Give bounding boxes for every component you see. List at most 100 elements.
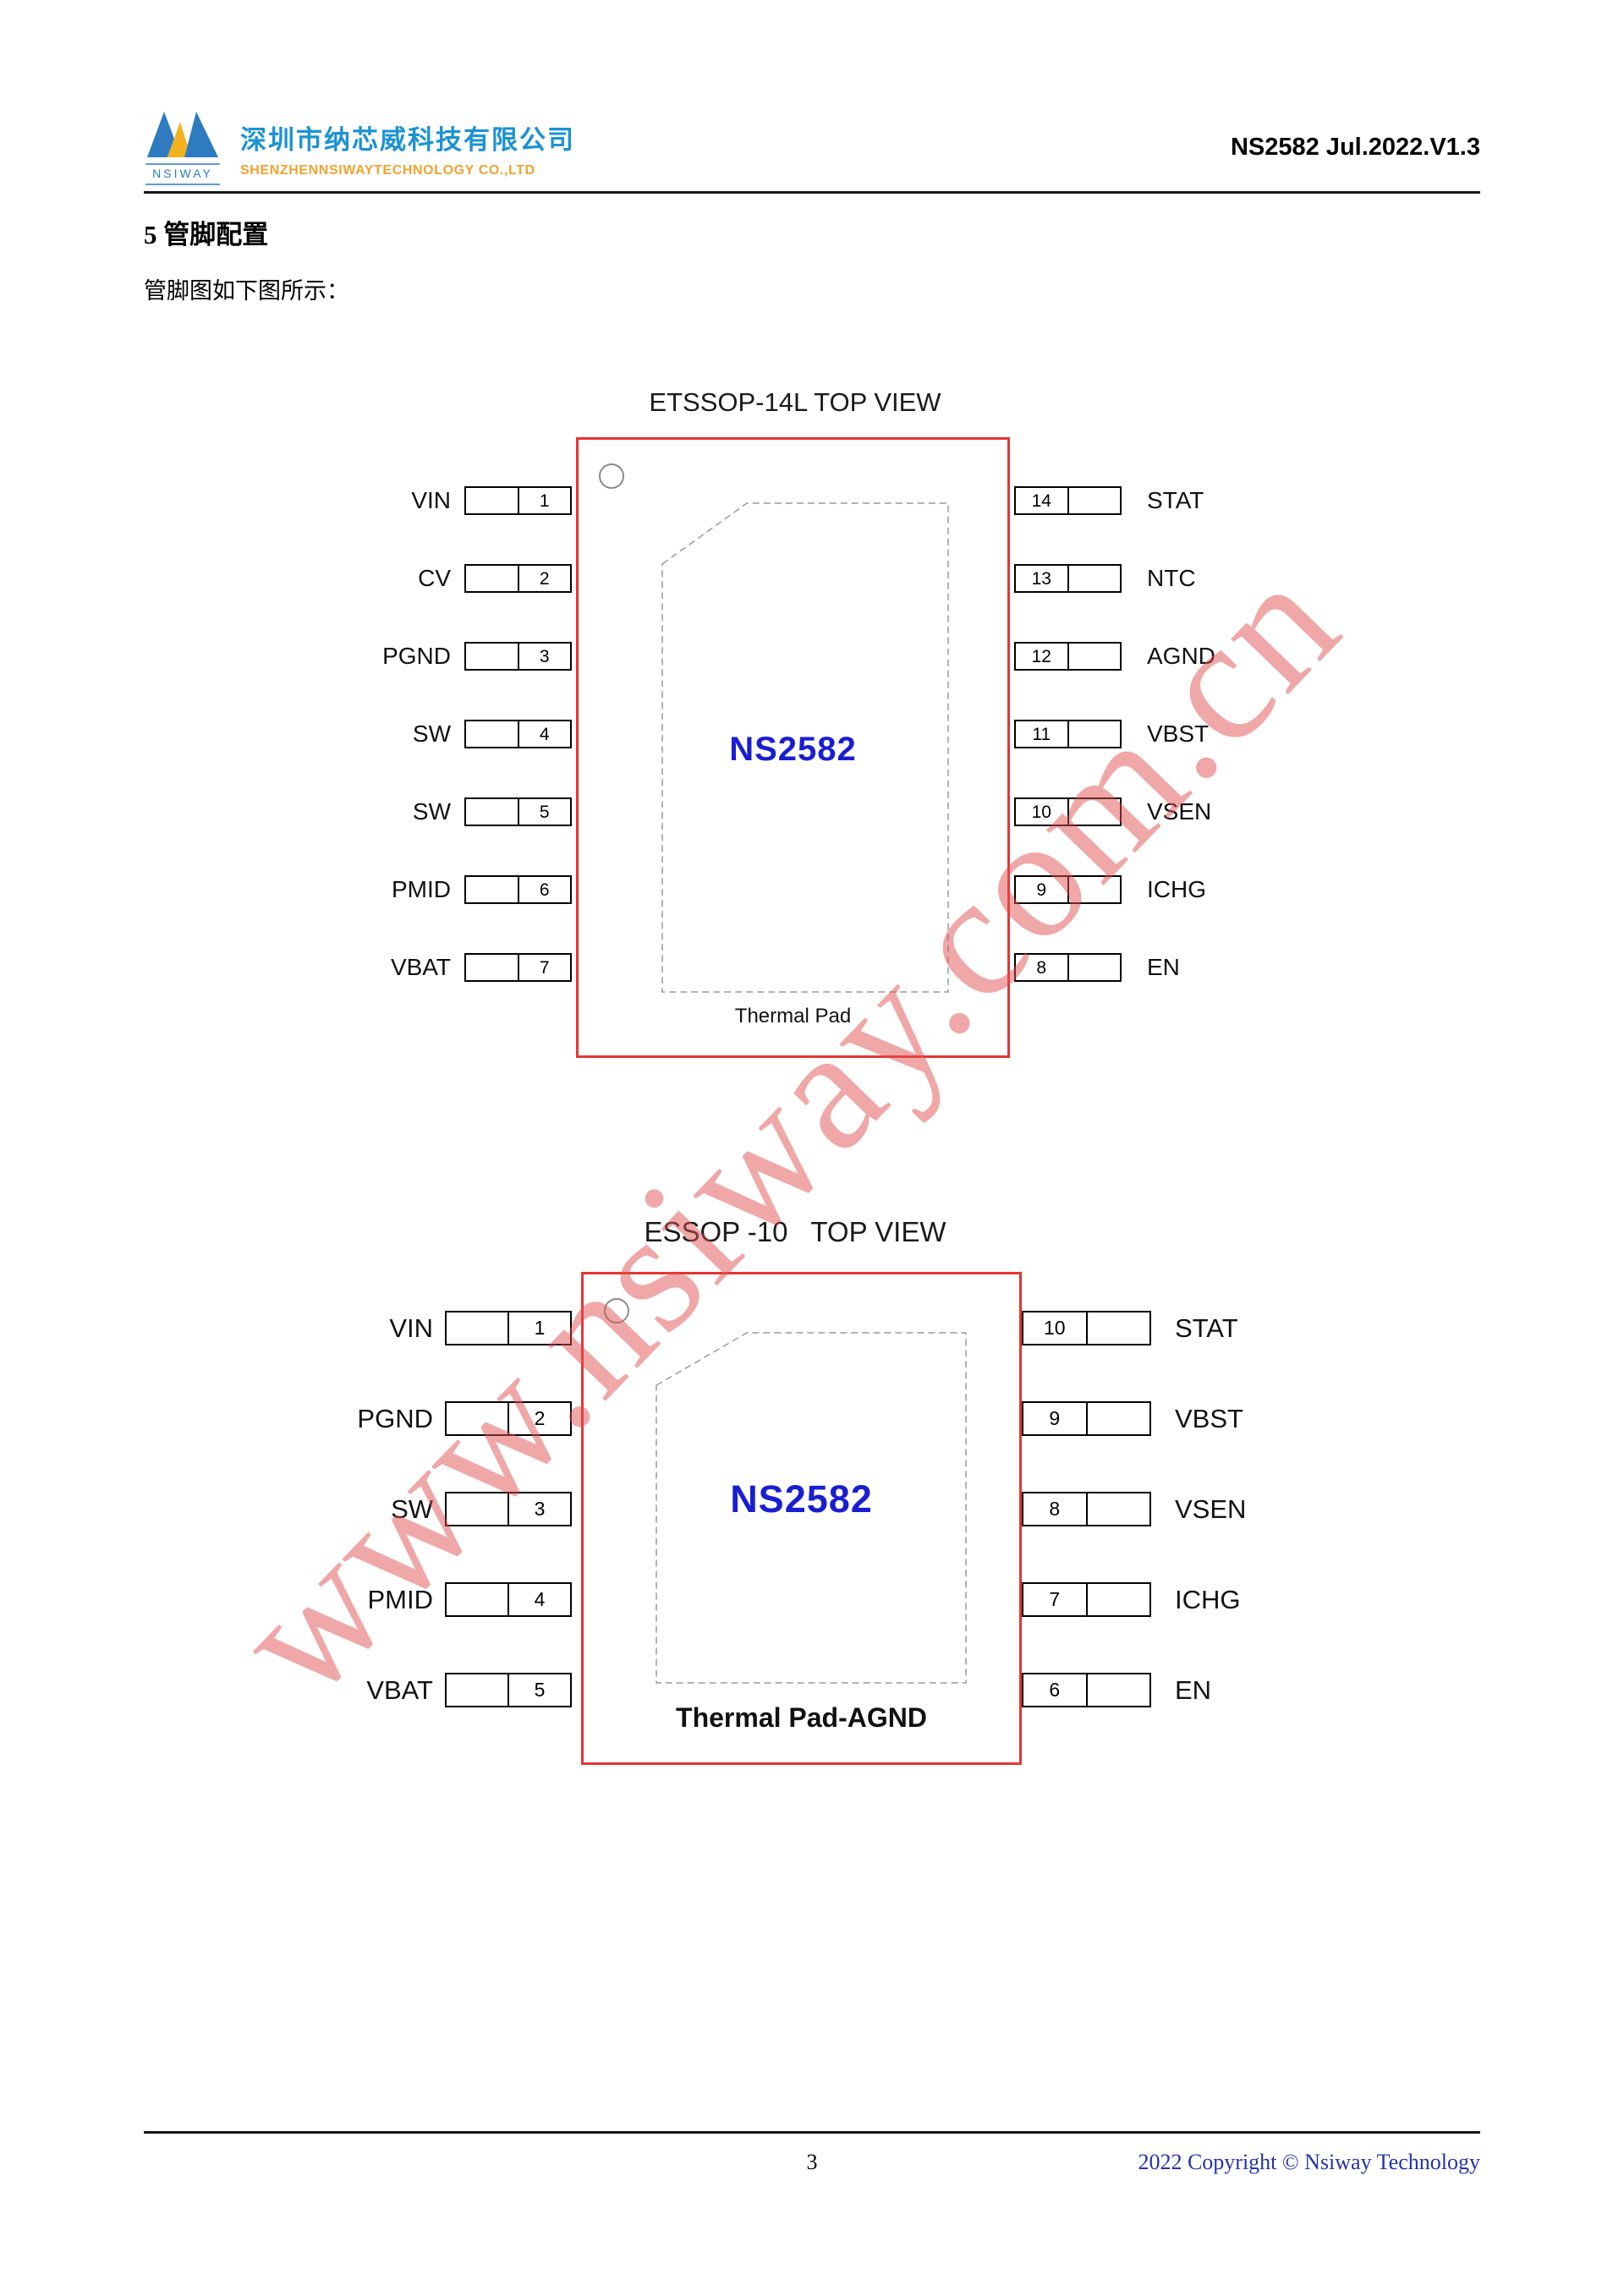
thermal-pad-outline [656,1332,967,1684]
pin-lead [1069,799,1121,825]
company-name-block: 深圳市纳芯威科技有限公司 SHENZHENNSIWAYTECHNOLOGY CO… [240,118,575,178]
copyright-notice: 2022 Copyright © Nsiway Technology [1138,2150,1480,2174]
thermal-pad-label-14: Thermal Pad [734,1005,852,1027]
footer-divider [144,2131,1480,2134]
pin-lead [1069,644,1121,669]
pin-label: PMID [367,1585,434,1614]
pin-box: 4 [464,720,572,748]
pin-number: 13 [1016,566,1069,591]
pin-column-right-10: 10 STAT 9 VBST 8 VSEN 7 [1022,1311,1314,1707]
pin-label: ICHG [1147,876,1206,902]
pin-box: 2 [464,564,572,593]
pin-box: 8 [1014,953,1122,982]
pin-lead [1088,1584,1150,1615]
pin-label: EN [1175,1675,1212,1705]
pin-box: 12 [1014,642,1122,671]
pin-label: VBST [1147,721,1210,747]
pin-box: 3 [445,1492,572,1526]
logo-text: NSIWAY [152,167,213,180]
pin-number: 2 [534,1407,546,1429]
pin-row: 9 ICHG [1014,875,1285,904]
pin-lead [447,1312,509,1344]
pin-lead [1088,1403,1150,1434]
pin-number: 14 [1016,488,1069,513]
header-divider [144,191,1480,194]
pin-label: VSEN [1175,1494,1247,1524]
pin-row: VBAT 5 [304,1673,572,1707]
pin-number: 5 [539,802,550,822]
pin-number: 8 [1023,1493,1088,1525]
pin-number: 8 [1016,955,1069,980]
chip-name-14: NS2582 [729,731,857,768]
pin-box: 7 [464,953,572,982]
pin-row: 6 EN [1022,1673,1314,1707]
pin-number: 3 [534,1498,546,1520]
pin-number: 7 [539,957,550,978]
pin-label: VBAT [366,1675,433,1705]
pin-box: 4 [445,1582,572,1617]
pin-row: VIN 1 [304,1311,572,1345]
pin-number: 5 [534,1679,546,1701]
pin-row: 10 VSEN [1014,797,1285,826]
pin-lead [466,721,519,747]
pin-lead [447,1403,509,1434]
pin-number: 7 [1023,1584,1088,1615]
logo-mark: NSIWAY [145,112,220,185]
pin-row: PMID 4 [304,1582,572,1617]
pin-column-right-14: 14 STAT 13 NTC 12 AGND 11 [1014,486,1285,982]
thermal-pad-label-10: Thermal Pad-AGND [676,1702,927,1733]
pin-row: 10 STAT [1022,1311,1314,1345]
pin-box: 13 [1014,564,1122,593]
company-name-en: SHENZHENNSIWAYTECHNOLOGY CO.,LTD [240,163,535,178]
pin-label: PGND [382,643,451,669]
pin-box: 14 [1014,486,1122,515]
company-logo: NSIWAY [142,105,223,195]
pin-box: 3 [464,642,572,671]
diagram10-title: ESSOP -10 TOP VIEW [644,1216,946,1247]
pin-number: 6 [1023,1674,1088,1706]
pin-box: 9 [1014,875,1122,904]
pin-box: 10 [1022,1311,1151,1345]
pin-number: 11 [1016,721,1069,747]
pin1-indicator-icon [599,463,624,489]
pin-label: ICHG [1175,1585,1241,1614]
pin-row: 7 ICHG [1022,1582,1314,1617]
pin-label: VBAT [390,954,451,980]
pin-number: 1 [539,490,550,511]
pin-label: SW [391,1494,433,1524]
pin-lead [447,1584,509,1615]
section-heading: 5 管脚配置 [144,220,269,249]
company-name-cn: 深圳市纳芯威科技有限公司 [240,125,575,155]
pin-label: STAT [1147,487,1204,513]
pin-box: 6 [464,875,572,904]
pin-lead [1088,1493,1150,1525]
pin-box: 5 [445,1673,572,1707]
diagram14-title: ETSSOP-14L TOP VIEW [649,387,941,417]
pin-row: 8 VSEN [1022,1492,1314,1526]
pin-lead [1069,877,1121,902]
pin-box: 7 [1022,1582,1151,1617]
pin-lead [1069,566,1121,591]
pin-row: SW 3 [304,1492,572,1526]
pin-row: SW 4 [326,720,572,748]
pin-number: 3 [539,646,550,666]
doc-reference: NS2582 Jul.2022.V1.3 [1230,134,1480,161]
pin1-indicator-icon [604,1298,629,1323]
pin-number: 10 [1016,799,1069,825]
pin-box: 9 [1022,1401,1151,1436]
pin-lead [466,877,519,902]
pin-number: 6 [539,879,550,900]
chip-name-10: NS2582 [730,1477,873,1521]
pin-number: 12 [1016,644,1069,669]
pin-lead [1088,1312,1150,1344]
pin-label: NTC [1147,565,1196,591]
chip-body-10: NS2582 Thermal Pad-AGND [581,1272,1022,1765]
pin-number: 10 [1023,1312,1088,1344]
pin-number: 4 [534,1588,546,1610]
pin-lead [1069,955,1121,980]
pin-lead [466,955,519,980]
pin-label: EN [1147,954,1180,980]
section-intro: 管脚图如下图所示： [144,278,349,304]
pin-row: 13 NTC [1014,564,1285,593]
pin-row: 8 EN [1014,953,1285,982]
